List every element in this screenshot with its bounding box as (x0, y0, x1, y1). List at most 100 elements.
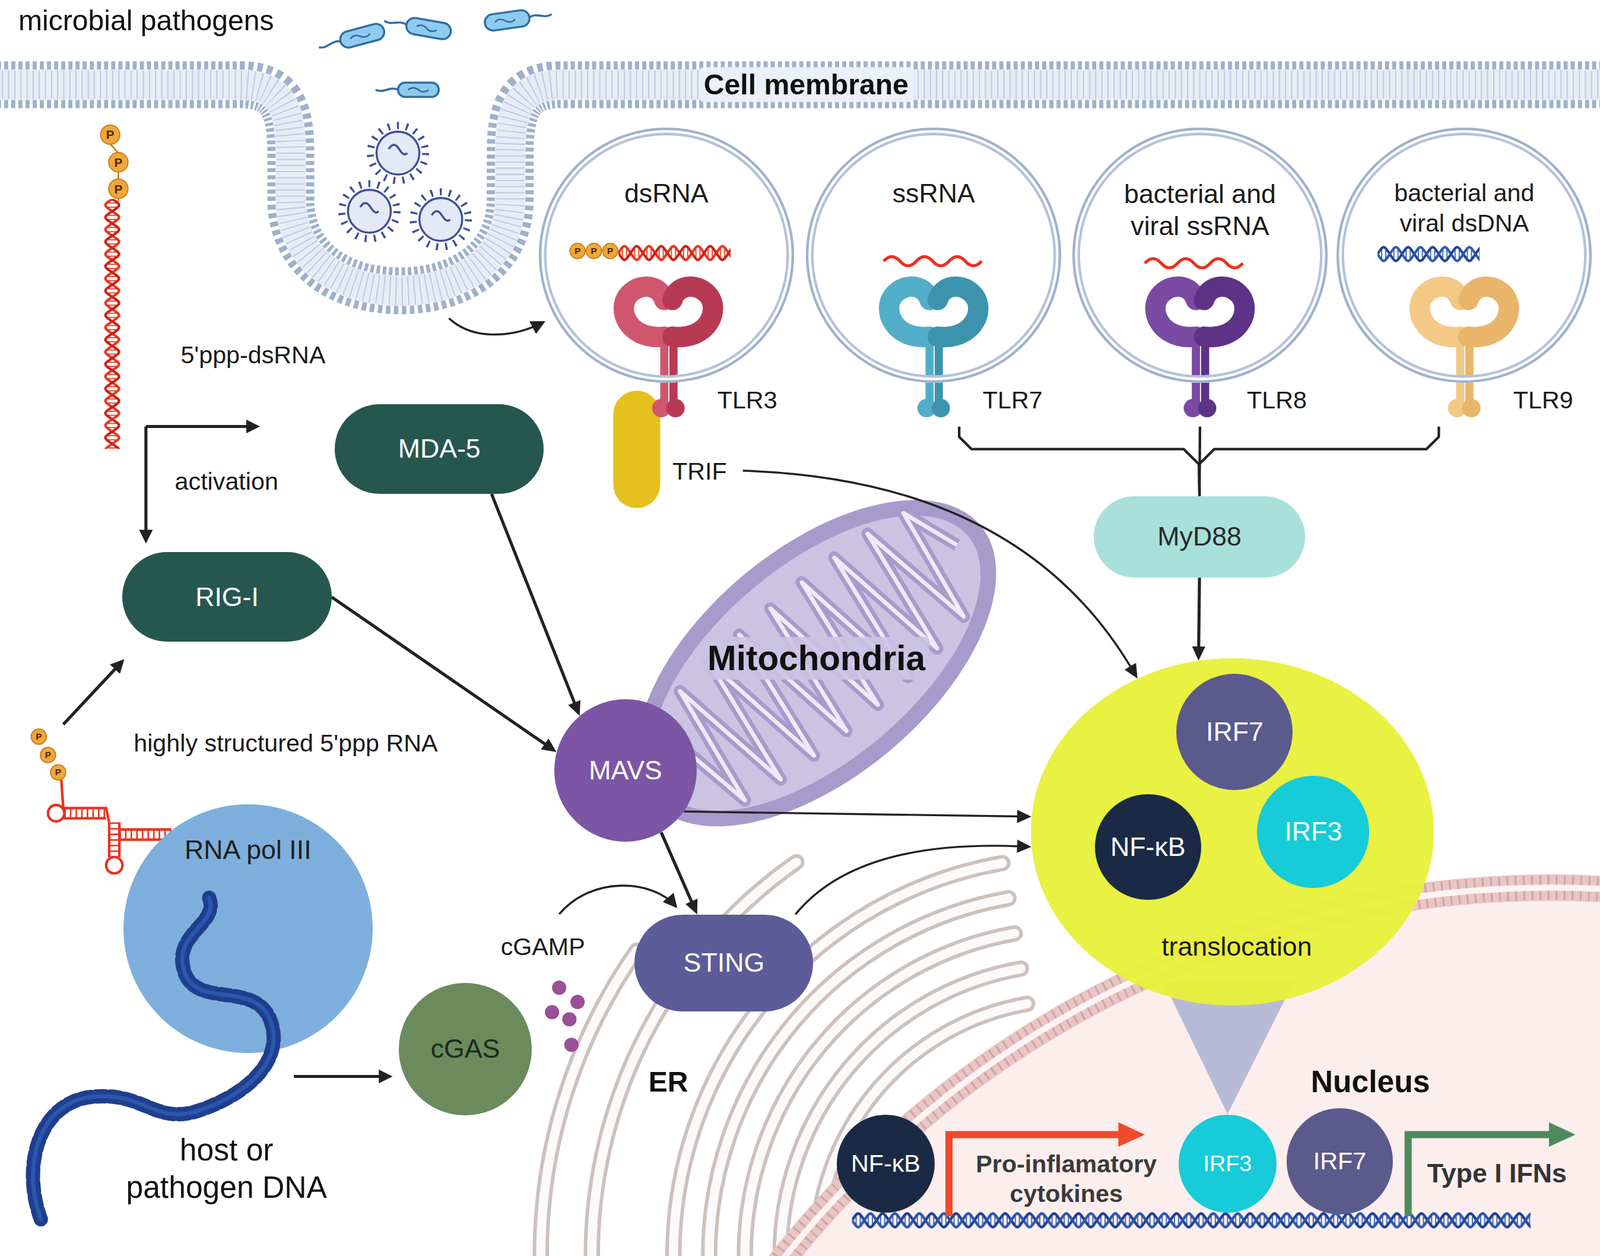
er-region: ER (586, 841, 1047, 1245)
node-label: MyD88 (1157, 520, 1242, 554)
connector-line (795, 845, 1022, 915)
text-box: bacterial and viral ssRNA (1108, 178, 1292, 243)
node-label: TLR3 (717, 385, 778, 415)
phosphate (50, 764, 66, 780)
sensor-circle: cGAS (398, 982, 532, 1116)
text-box: Nucleus (1289, 1062, 1453, 1101)
arrowhead (685, 898, 698, 915)
nucleic-acid (103, 198, 121, 449)
text-box: host or pathogen DNA (121, 1131, 331, 1206)
phosphate (40, 747, 56, 763)
virus (370, 125, 426, 181)
node-label: translocation (1161, 930, 1312, 964)
connector-line (331, 597, 549, 747)
factor-circle: IRF7 (1286, 1108, 1393, 1215)
nucleic-acid (106, 856, 123, 874)
node-label: Nucleus (1310, 1062, 1431, 1101)
bacterium (408, 87, 429, 92)
bacterium (416, 24, 437, 33)
arrow-label: activation (175, 466, 279, 497)
cell-membrane (0, 84, 1600, 291)
text-box: P (109, 181, 128, 197)
phosphate-label: P (607, 245, 614, 257)
virus (419, 197, 463, 241)
text-box: Mitochondria (683, 636, 949, 679)
cgamp-molecule (551, 980, 567, 995)
endosome: bacterial and viral ssRNA (1072, 127, 1328, 383)
text-box: IRF7 (1176, 715, 1293, 749)
connector (1198, 426, 1439, 497)
pathway-arrow (63, 318, 676, 1076)
text-box: RIG-I (122, 581, 332, 614)
pathway-arrow (63, 661, 123, 725)
nucleic-acid (48, 198, 1480, 873)
toll-like-receptor (1468, 286, 1509, 338)
connector (331, 597, 557, 752)
cgamp-molecule (544, 1004, 560, 1019)
factor-circle: IRF3 (1178, 1114, 1277, 1213)
virus (431, 211, 450, 221)
bacterium (338, 21, 386, 50)
phosphate-label: P (106, 127, 115, 142)
cgamp-molecule (562, 1011, 577, 1027)
node-label: MAVS (588, 754, 662, 787)
text-box: P (40, 749, 56, 761)
bacterium (375, 82, 440, 97)
text-box: P (31, 731, 46, 743)
toll-like-receptor (1419, 286, 1509, 418)
cell-membrane (0, 84, 1600, 291)
transcription-arrow (1548, 1122, 1576, 1147)
ligand-label: 5'ppp-dsRNA (180, 340, 326, 370)
arrowhead (1192, 646, 1206, 661)
phosphate (108, 179, 129, 199)
text-box: Type I IFNs (1410, 1157, 1584, 1190)
nucleic-acid (618, 245, 731, 262)
nucleic-acid (61, 779, 110, 822)
chromatin (852, 1211, 1531, 1229)
text-box: highly structured 5'ppp RNA (81, 728, 491, 758)
tlr3-receptor: TLR3 (607, 277, 789, 427)
nucleic-acid (64, 808, 106, 818)
bacterium (529, 13, 552, 19)
arrowhead (1016, 839, 1032, 853)
endoplasmic-reticulum (540, 950, 637, 1256)
node-label: ER (648, 1064, 689, 1100)
node-label: bacterial and viral dsDNA (1377, 178, 1551, 238)
node-label: IRF7 (1205, 715, 1264, 749)
bacterium (318, 40, 342, 49)
arrowhead (1124, 662, 1138, 679)
node-label: NF-κB (1110, 830, 1186, 864)
molecule-label: cGAMP (500, 931, 586, 962)
arrowhead (1017, 809, 1032, 823)
connector (661, 832, 698, 914)
text-box: activation (150, 466, 304, 497)
toll-like-receptor (889, 286, 930, 338)
connector-line (684, 811, 1022, 817)
bacterium (483, 5, 553, 32)
virus (341, 183, 398, 239)
cell-membrane (0, 84, 1600, 291)
sensor-pill: MDA-5 (334, 404, 544, 494)
node-label: dsRNA (624, 177, 709, 211)
pathway-arrow (145, 424, 257, 428)
phosphate-label: P (45, 749, 52, 761)
pathway-arrow (449, 318, 544, 335)
cgamp-molecule (544, 980, 585, 1052)
text-box: MyD88 (1093, 520, 1306, 554)
text-box: microbial pathogens (18, 2, 355, 38)
node-label: Mitochondria (703, 636, 930, 679)
node-label: TLR7 (982, 385, 1043, 415)
toll-like-receptor (889, 286, 979, 418)
node-label: RNA pol III (184, 833, 312, 867)
toll-like-receptor (1155, 286, 1196, 338)
bacterium (494, 17, 516, 25)
factor-circle: IRF3 (1256, 775, 1370, 888)
text-box: TLR9 (1513, 385, 1585, 415)
bacterium (316, 21, 387, 56)
connector-line (661, 832, 694, 906)
dna-strand (33, 897, 275, 1219)
connector (795, 839, 1032, 914)
node-label: NF-κB (851, 1148, 921, 1179)
factor-circle: NF-κB (1094, 794, 1202, 901)
connector-line (1198, 426, 1439, 497)
